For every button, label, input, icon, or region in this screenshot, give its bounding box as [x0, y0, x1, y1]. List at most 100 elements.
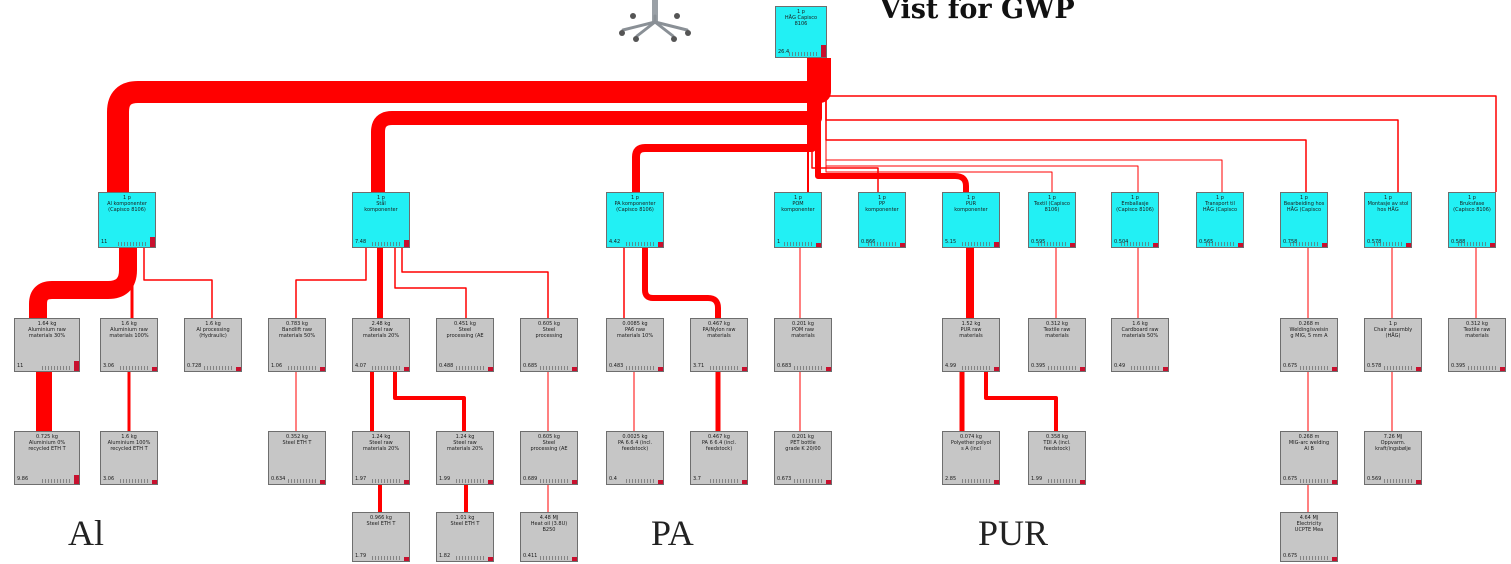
- process-node-bruksfase[interactable]: 1 p Bruksfase (Capisco 8106)0.588: [1448, 192, 1496, 248]
- node-label: 0.312 kg Textile raw materials: [1043, 321, 1071, 339]
- node-gwp-value: 0.685: [523, 363, 538, 369]
- node-gwp-value: 0.673: [777, 476, 792, 482]
- node-gwp-value: 0.634: [271, 476, 286, 482]
- node-label: 1.6 kg Al processing (Hydraulic): [196, 321, 230, 339]
- gwp-share-indicator: [488, 557, 493, 561]
- scale-ticks: [540, 479, 570, 483]
- gwp-share-indicator: [404, 480, 409, 484]
- gwp-share-indicator: [404, 367, 409, 371]
- gwp-share-indicator: [742, 480, 747, 484]
- flow-link: [371, 58, 822, 192]
- node-gwp-value: 26.4: [778, 49, 790, 55]
- process-node-al-comp[interactable]: 1 p Al komponenter (Capisco 8106)11: [98, 192, 156, 248]
- process-node-pa66[interactable]: 0.0025 kg PA 6.6 4 (incl. feedstock) 0.4: [606, 431, 664, 485]
- process-node-pa6[interactable]: 0.467 kg PA 6 6.4 (incl. feedstock)3.7: [690, 431, 748, 485]
- node-label: 1.6 kg Cardboard raw materials 50%: [1121, 321, 1159, 339]
- gwp-share-indicator: [320, 367, 325, 371]
- flow-link: [811, 58, 879, 192]
- flow-link: [632, 58, 816, 192]
- scale-ticks: [372, 242, 402, 246]
- scale-ticks: [42, 366, 72, 370]
- process-node-st-raw20c[interactable]: 1.24 kg Steel raw materials 20%1.99: [436, 431, 494, 485]
- process-node-cardboard[interactable]: 1.6 kg Cardboard raw materials 50%0.49: [1111, 318, 1169, 372]
- process-node-al-proc[interactable]: 1.6 kg Al processing (Hydraulic)0.728: [184, 318, 242, 372]
- scale-ticks: [1048, 479, 1078, 483]
- process-node-pet[interactable]: 0.201 kg PET bottle grade K 20/00 0.673: [774, 431, 832, 485]
- node-label: 0.201 kg PET bottle grade K 20/00: [785, 434, 821, 452]
- flow-link: [393, 372, 466, 431]
- node-gwp-value: 1.97: [355, 476, 367, 482]
- scale-ticks: [868, 242, 898, 246]
- scale-ticks: [42, 479, 72, 483]
- process-node-chair-assembly[interactable]: 1 p Chair assembly (HÅG)0.578: [1364, 318, 1422, 372]
- gwp-share-indicator: [1416, 480, 1421, 484]
- process-node-emballasje[interactable]: 1 p Emballasje (Capisco 8106)0.504: [1111, 192, 1159, 248]
- node-gwp-value: 0.4: [609, 476, 617, 482]
- node-gwp-value: 3.06: [103, 476, 115, 482]
- gwp-share-indicator: [404, 240, 409, 247]
- node-label: 0.352 kg Steel ETH T: [282, 434, 312, 446]
- node-gwp-value: 4.42: [609, 239, 621, 245]
- process-node-st-raw20b[interactable]: 1.24 kg Steel raw materials 20%1.97: [352, 431, 410, 485]
- node-label: 0.0025 kg PA 6.6 4 (incl. feedstock): [617, 434, 653, 452]
- process-node-st-eth[interactable]: 0.352 kg Steel ETH T 0.634: [268, 431, 326, 485]
- node-gwp-value: 0.675: [1283, 476, 1298, 482]
- node-gwp-value: 3.71: [693, 363, 705, 369]
- process-node-st-raw20[interactable]: 2.48 kg Steel raw materials 20%4.07: [352, 318, 410, 372]
- gwp-share-indicator: [826, 480, 831, 484]
- process-node-bearbeid[interactable]: 1 p Bearbeiding hos HÅG (Capisco0.758: [1280, 192, 1328, 248]
- scale-ticks: [372, 556, 402, 560]
- process-node-pp-comp[interactable]: 1 p PP komponenter0.866: [858, 192, 906, 248]
- flow-link: [29, 248, 137, 318]
- scale-ticks: [456, 366, 486, 370]
- process-node-montasje[interactable]: 1 p Montasje av stol hos HÅG0.578: [1364, 192, 1412, 248]
- node-label: 1 p PA komponenter (Capisco 8106): [614, 195, 656, 213]
- scale-ticks: [1384, 479, 1414, 483]
- process-node-pa-comp[interactable]: 1 p PA komponenter (Capisco 8106) 4.42: [606, 192, 664, 248]
- node-gwp-value: 1.06: [271, 363, 283, 369]
- section-label-al: Al: [68, 513, 104, 553]
- process-node-st-raw50[interactable]: 0.783 kg Bandlift raw materials 50%1.06: [268, 318, 326, 372]
- node-label: 0.0085 kg PA6 raw materials 10%: [616, 321, 654, 339]
- gwp-share-indicator: [1332, 367, 1337, 371]
- scale-ticks: [626, 479, 656, 483]
- node-label: 0.451 kg Steel processing (AE: [446, 321, 484, 339]
- process-node-transport[interactable]: 1 p Transport til HÅG (Capisco0.565: [1196, 192, 1244, 248]
- scale-ticks: [118, 242, 148, 246]
- process-node-st-processing[interactable]: 0.451 kg Steel processing (AE 0.488: [436, 318, 494, 372]
- process-node-pa-raw10[interactable]: 0.0085 kg PA6 raw materials 10%0.483: [606, 318, 664, 372]
- scale-ticks: [1300, 479, 1330, 483]
- process-node-al-raw100[interactable]: 1.6 kg Aluminium raw materials 100%3.06: [100, 318, 158, 372]
- gwp-share-indicator: [658, 480, 663, 484]
- node-gwp-value: 11: [17, 363, 24, 369]
- node-label: 0.358 kg TDI A (incl. feedstock): [1043, 434, 1071, 452]
- process-node-tdi[interactable]: 0.358 kg TDI A (incl. feedstock)1.99: [1028, 431, 1086, 485]
- node-gwp-value: 0.683: [777, 363, 792, 369]
- process-node-textil[interactable]: 1 p Textil (Capisco 8106)0.595: [1028, 192, 1076, 248]
- gwp-share-indicator: [572, 557, 577, 561]
- process-node-al-raw30[interactable]: 1.64 kg Aluminium raw materials 30% 11: [14, 318, 80, 372]
- node-gwp-value: 0.488: [439, 363, 454, 369]
- node-label: 1.64 kg Aluminium raw materials 30%: [28, 321, 66, 339]
